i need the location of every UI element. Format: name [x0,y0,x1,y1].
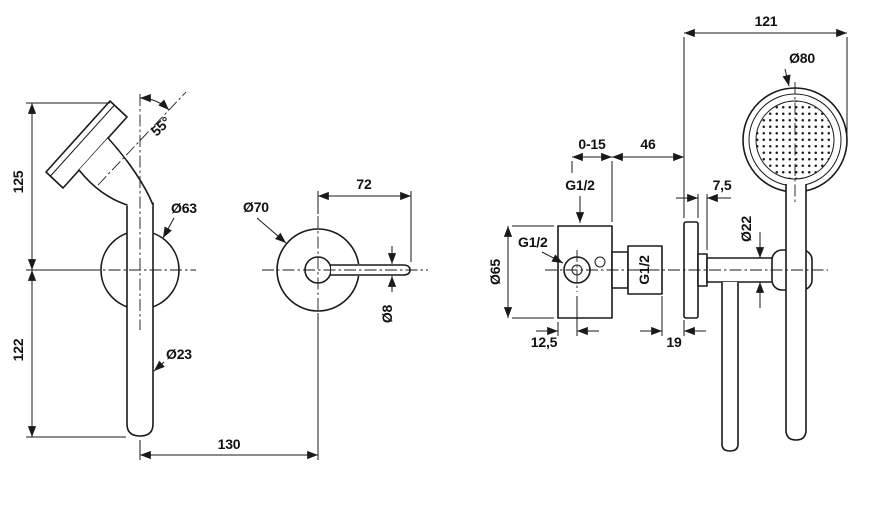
screw-circle [594,256,606,268]
outlet-view: 72 Ø70 Ø8 [243,176,428,326]
dia-70-leader [256,217,287,244]
dia-63-label: Ø63 [171,200,197,216]
dia-8-label: Ø8 [379,304,395,323]
dia-22-label: Ø22 [738,216,754,242]
thread-outlet-label: G1/2 [636,255,652,285]
handshower-head [45,100,128,189]
dim-46-label: 46 [640,136,656,152]
dim-12-5-label: 12,5 [531,334,558,350]
handshower-neck-left [78,169,128,206]
dia-63-leader [162,217,175,239]
shower-hose [721,282,739,452]
handshower-neck-fill [79,138,153,206]
thread-side-label: G1/2 [518,234,548,250]
handshower-handle [785,184,807,441]
angle-label: 55° [148,113,174,139]
dia-80-leader [782,68,791,87]
dia-23-leader [153,360,165,372]
handshower-neck-right [107,137,154,206]
dim-121-label: 121 [755,13,778,29]
thread-side-leader [541,251,564,264]
dim-7-5-label: 7,5 [713,177,732,193]
dim-130-label: 130 [218,436,241,452]
dim-122-label: 122 [10,338,26,361]
handshower-face-line [50,104,115,177]
dia-80-label: Ø80 [789,50,815,66]
front-view: 55° 125 122 Ø63 Ø23 130 [10,91,319,460]
thread-top-label: G1/2 [565,177,595,193]
dim-0-15-label: 0-15 [578,136,606,152]
angle-arc [139,93,170,111]
dim-125-label: 125 [10,170,26,193]
centerline-head-axis [97,91,187,186]
side-view: 0-15 46 121 Ø80 G1/2 G1/2 G1/2 Ø65 Ø22 [487,13,848,452]
dia-70-label: Ø70 [243,199,269,215]
dia-23-label: Ø23 [166,346,192,362]
dim-19-label: 19 [666,334,682,350]
dia-65-label: Ø65 [487,259,503,285]
dim-72-label: 72 [356,176,372,192]
